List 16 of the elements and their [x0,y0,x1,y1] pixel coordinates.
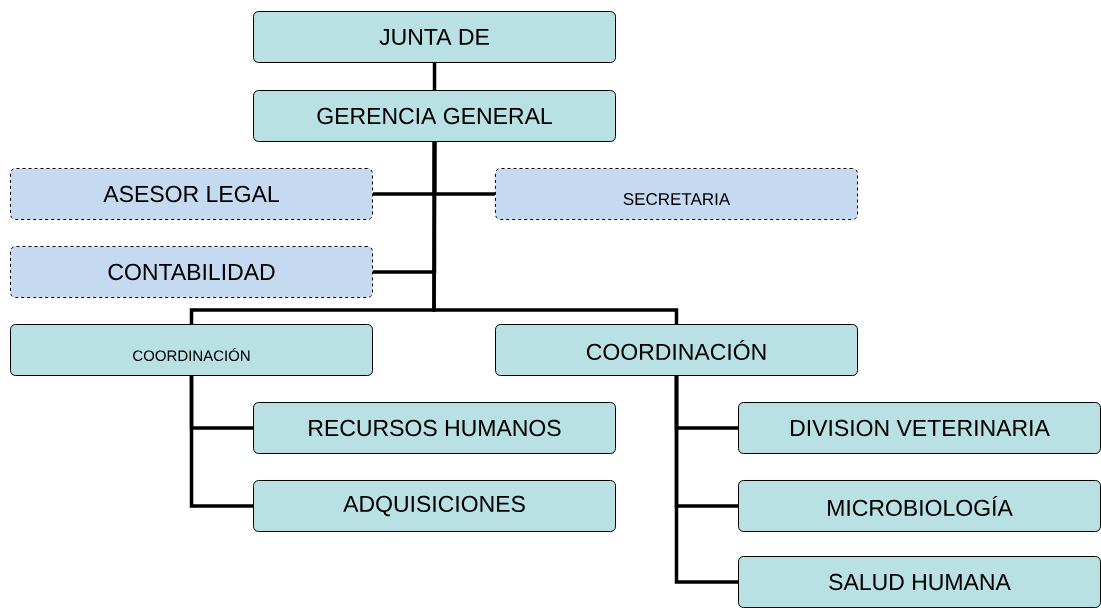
org-box: SALUD HUMANA [738,556,1101,608]
org-box: RECURSOS HUMANOS [253,402,616,454]
connector-line [189,376,253,508]
connector-line [432,63,437,90]
org-box: JUNTA DE [253,11,616,63]
org-box: COORDINACIÓN [10,324,373,376]
org-box: ADQUISICIONES [253,480,616,532]
org-box: DIVISION VETERINARIA [738,402,1101,454]
connector-line [674,376,738,584]
connector-line [432,142,679,324]
dashed-box: CONTABILIDAD [10,246,373,298]
org-box: COORDINACIÓN [495,324,858,376]
org-box: MICROBIOLOGÍA [738,480,1101,532]
org-box: GERENCIA GENERAL [253,90,616,142]
dashed-box: SECRETARIA [495,168,858,220]
dashed-box: ASESOR LEGAL [10,168,373,220]
